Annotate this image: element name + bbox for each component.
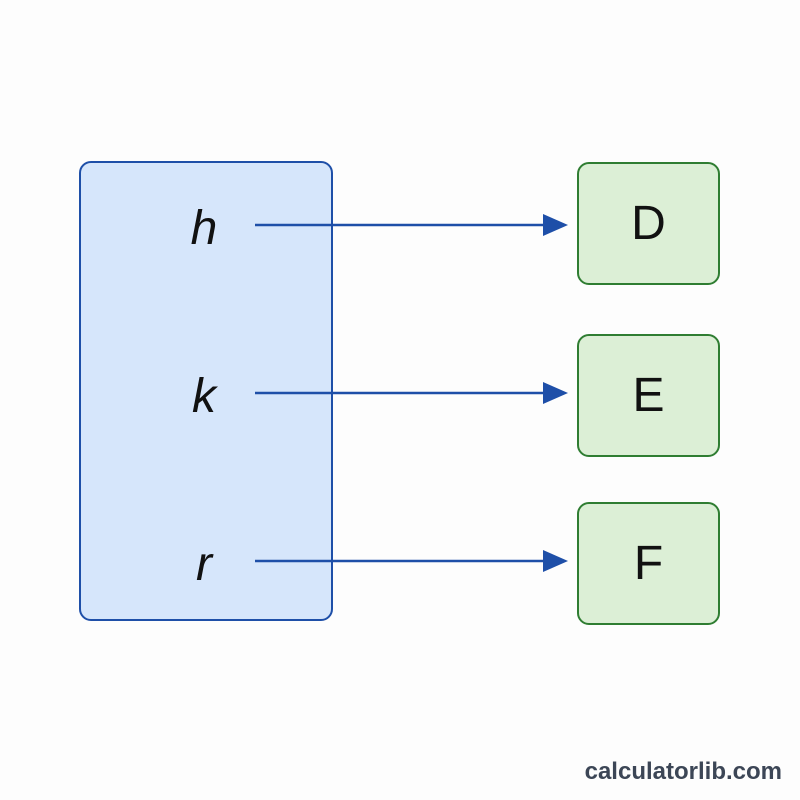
arrow-k-to-e (255, 382, 568, 404)
range-box-f: F (577, 502, 720, 625)
range-box-e: E (577, 334, 720, 457)
range-box-d: D (577, 162, 720, 285)
arrow-r-to-f (255, 550, 568, 572)
domain-element-h: h (190, 202, 218, 255)
range-element-e: E (632, 368, 665, 422)
domain-set-box (79, 161, 333, 621)
domain-element-r: r (196, 538, 212, 591)
range-element-f: F (633, 536, 664, 590)
watermark-text: calculatorlib.com (584, 758, 782, 785)
range-element-d: D (631, 196, 666, 250)
arrow-h-to-d (255, 214, 568, 236)
domain-element-k: k (192, 370, 216, 423)
